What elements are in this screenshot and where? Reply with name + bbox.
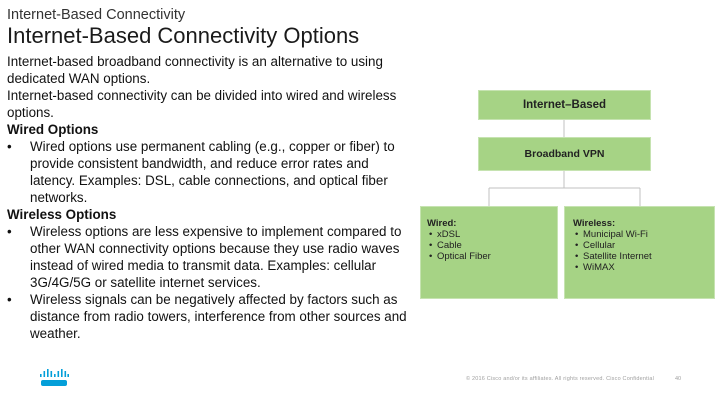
- bullet-dot: •: [7, 224, 12, 239]
- internet-based-box: Internet–Based: [478, 90, 651, 120]
- cisco-logo-icon: [40, 369, 69, 386]
- wireless-box-title: Wireless:: [573, 218, 616, 229]
- wired-list: xDSL Cable Optical Fiber: [427, 229, 551, 262]
- slide-title: Internet-Based Connectivity Options: [7, 23, 360, 48]
- footer-copyright: © 2016 Cisco and/or its affiliates. All …: [466, 376, 655, 382]
- wired-options-heading: Wired Options: [7, 122, 99, 137]
- wired-item: Optical Fiber: [427, 251, 551, 262]
- wireless-bullet-1-text: Wireless options are less expensive to i…: [30, 224, 402, 290]
- wireless-list: Municipal Wi-Fi Cellular Satellite Inter…: [573, 229, 706, 273]
- wireless-box: Wireless: Municipal Wi-Fi Cellular Satel…: [564, 206, 715, 299]
- wireless-item: Cellular: [573, 240, 706, 251]
- broadband-vpn-box: Broadband VPN: [478, 137, 651, 171]
- wireless-bullet-2: • Wireless signals can be negatively aff…: [7, 291, 412, 342]
- intro-paragraph-1: Internet-based broadband connectivity is…: [7, 54, 383, 86]
- body-text: Internet-based broadband connectivity is…: [7, 53, 412, 342]
- section-label: Internet-Based Connectivity: [7, 7, 186, 23]
- wireless-item: Municipal Wi-Fi: [573, 229, 706, 240]
- intro-paragraph-2: Internet-based connectivity can be divid…: [7, 88, 397, 120]
- wireless-item: Satellite Internet: [573, 251, 706, 262]
- wireless-item: WiMAX: [573, 262, 706, 273]
- wired-item: xDSL: [427, 229, 551, 240]
- bullet-dot: •: [7, 139, 12, 154]
- wired-bullet: • Wired options use permanent cabling (e…: [7, 138, 412, 206]
- wireless-bullet-2-text: Wireless signals can be negatively affec…: [30, 292, 407, 341]
- wireless-bullet-1: • Wireless options are less expensive to…: [7, 223, 412, 291]
- wired-item: Cable: [427, 240, 551, 251]
- wired-box: Wired: xDSL Cable Optical Fiber: [420, 206, 558, 299]
- page-number: 40: [675, 376, 682, 382]
- wired-bullet-text: Wired options use permanent cabling (e.g…: [30, 139, 395, 205]
- bullet-dot: •: [7, 292, 12, 307]
- wireless-options-heading: Wireless Options: [7, 207, 117, 222]
- wired-box-title: Wired:: [427, 218, 457, 229]
